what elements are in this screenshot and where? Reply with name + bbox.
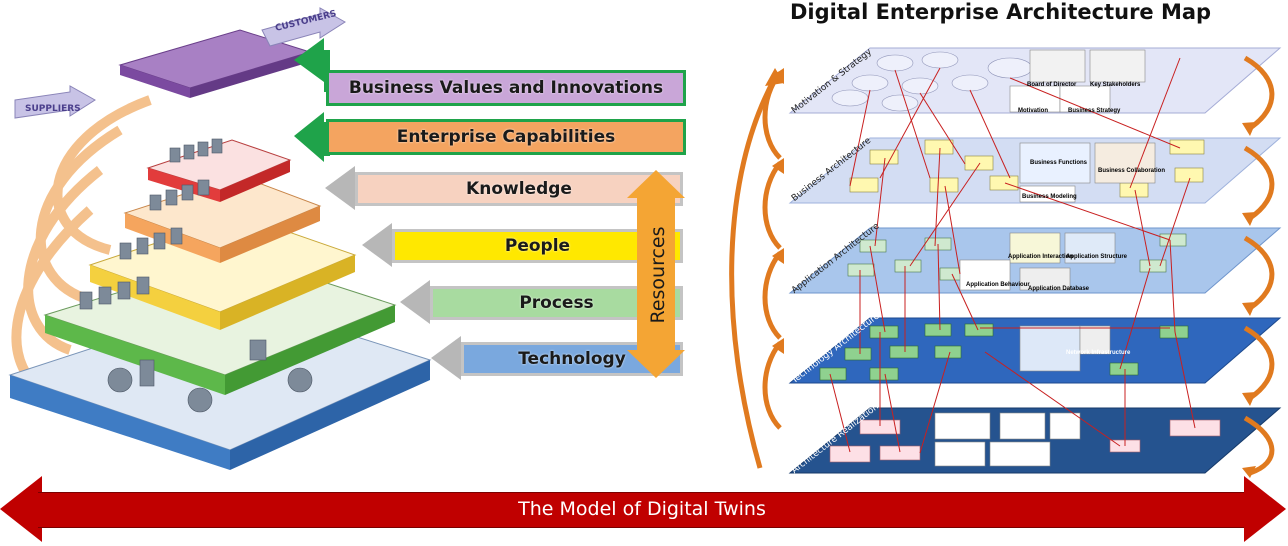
illustration-insets bbox=[934, 49, 1156, 467]
output-arrows bbox=[294, 38, 330, 162]
people-band: People bbox=[392, 229, 683, 263]
resources-arrow-shaft bbox=[637, 196, 675, 352]
motivation-caption: Motivation bbox=[1018, 108, 1048, 114]
business-collaboration-caption: Business Collaboration bbox=[1098, 168, 1166, 174]
knowledge-arrow-head bbox=[325, 166, 355, 210]
digital-twins-label: The Model of Digital Twins bbox=[518, 498, 766, 520]
architecture-layers bbox=[729, 47, 1282, 478]
application-structure-caption: Application Structure bbox=[1066, 254, 1128, 260]
knowledge-label: Knowledge bbox=[466, 179, 572, 199]
business-values-band: Business Values and Innovations bbox=[326, 70, 686, 106]
resources-arrow-up bbox=[627, 170, 685, 198]
resources-label: Resources bbox=[647, 226, 669, 324]
resources-arrow-down bbox=[627, 350, 685, 378]
application-behaviour-caption: Application Behaviour bbox=[966, 282, 1030, 288]
architecture-elements bbox=[849, 139, 1205, 198]
twin-arrow-left-head bbox=[0, 476, 42, 542]
business-modeling-caption: Business Modeling bbox=[1022, 194, 1077, 200]
twin-arrow-right-head bbox=[1244, 476, 1286, 542]
customers-arrow bbox=[261, 7, 346, 47]
suppliers-label: SUPPLIERS bbox=[25, 104, 81, 114]
people-arrow-head bbox=[362, 223, 392, 267]
equipment-icons bbox=[79, 138, 313, 413]
map-title: Digital Enterprise Architecture Map bbox=[790, 0, 1212, 24]
process-arrow-head bbox=[400, 280, 430, 324]
application-interaction-caption: Application Interaction bbox=[1008, 254, 1074, 260]
technology-label: Technology bbox=[518, 349, 626, 369]
board-caption: Board of Director bbox=[1027, 82, 1077, 88]
suppliers-arrow bbox=[14, 85, 96, 119]
people-label: People bbox=[504, 236, 571, 256]
values-arrow-head bbox=[294, 38, 330, 92]
process-label: Process bbox=[519, 293, 594, 313]
business-functions-caption: Business Functions bbox=[1030, 160, 1088, 166]
business-values-label: Business Values and Innovations bbox=[348, 78, 664, 98]
twin-arrow-shaft bbox=[38, 492, 1246, 528]
relationship-lines bbox=[829, 57, 1196, 454]
network-infrastructure-caption: Network Infrastructure bbox=[1066, 350, 1131, 356]
enterprise-pyramid-illustration: SUPPLIERS CUSTOMERS bbox=[8, 7, 432, 470]
enterprise-capabilities-label: Enterprise Capabilities bbox=[396, 127, 616, 147]
business-strategy-caption: Business Strategy bbox=[1068, 108, 1121, 114]
stakeholders-caption: Key Stakeholders bbox=[1090, 82, 1141, 88]
application-database-caption: Application Database bbox=[1028, 286, 1090, 292]
customers-platform bbox=[118, 29, 312, 98]
enterprise-capabilities-band: Enterprise Capabilities bbox=[326, 119, 686, 155]
capabilities-arrow-head bbox=[294, 112, 330, 162]
technology-arrow-head bbox=[431, 336, 461, 380]
